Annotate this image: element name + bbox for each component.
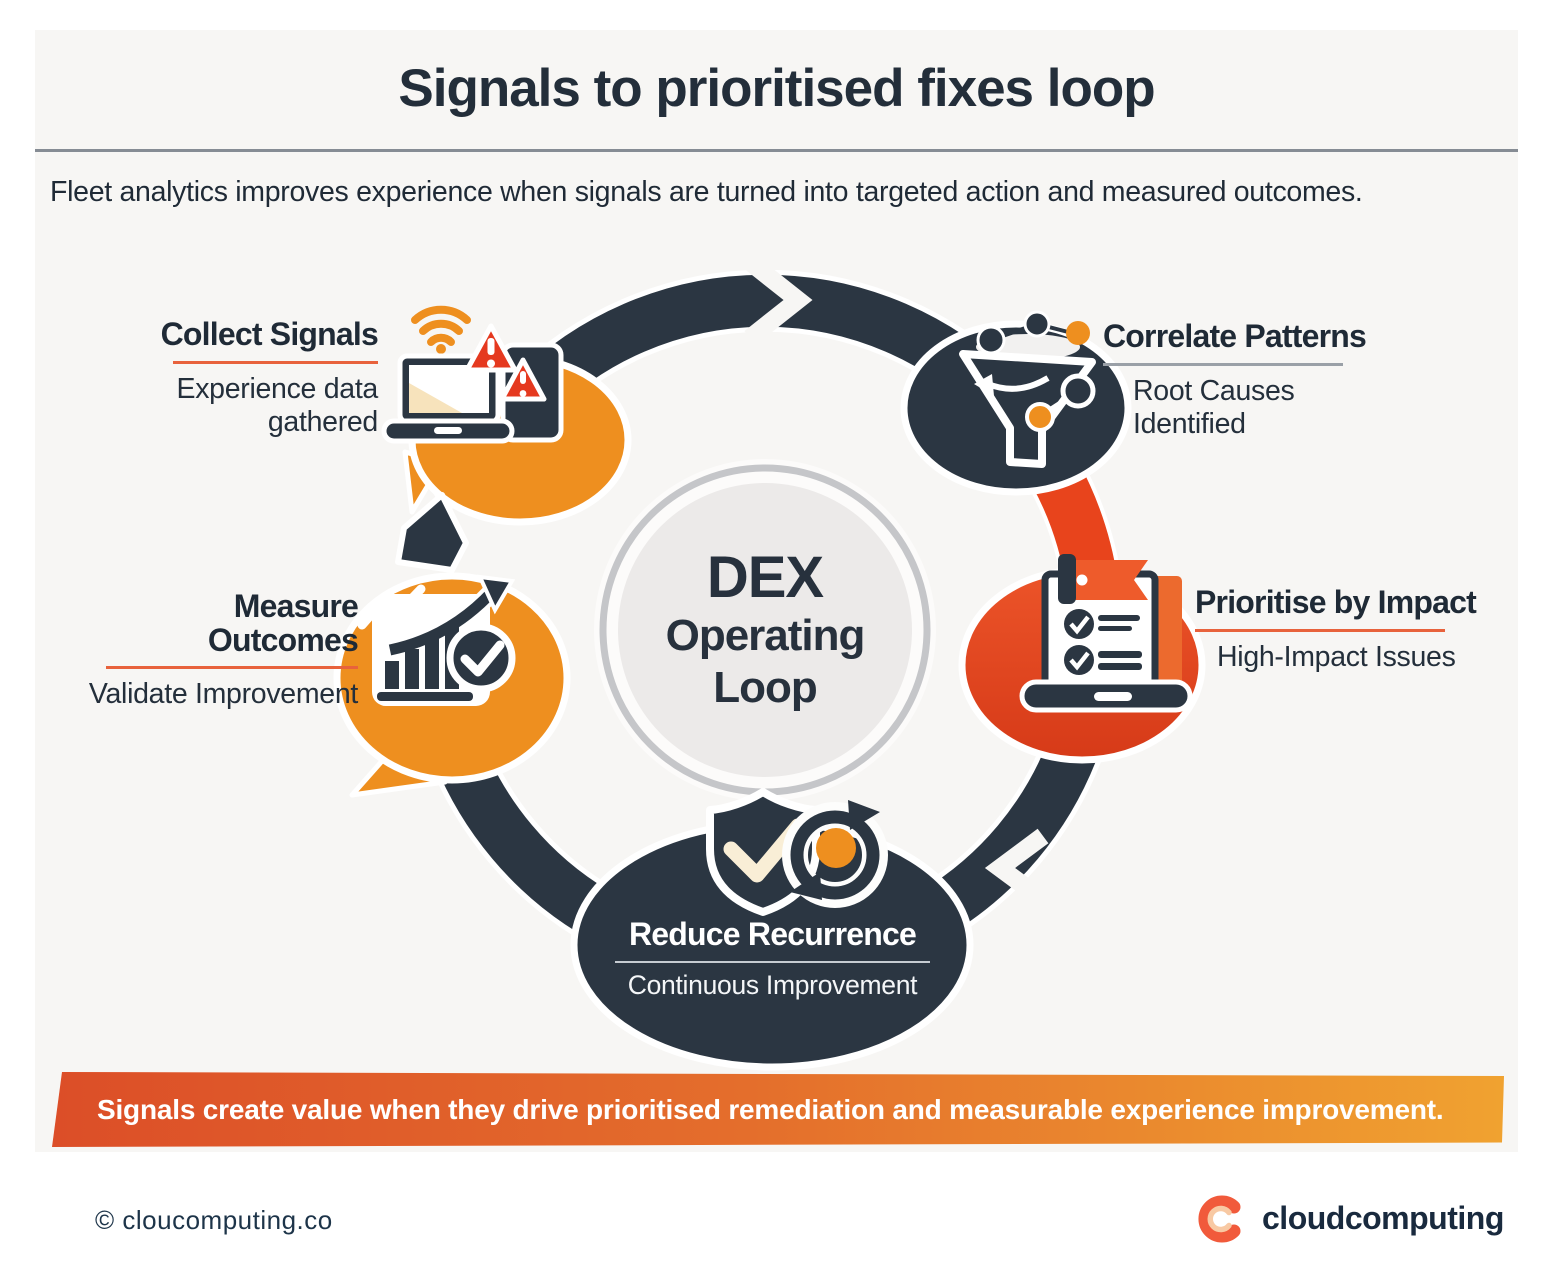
center-circle — [594, 459, 936, 801]
arrow-chevron-top-icon — [744, 254, 813, 346]
laptop-alerts-icon — [381, 305, 564, 444]
stage-label-measure: Measure Outcomes Validate Improvement — [88, 588, 359, 712]
hub-line-operating: Operating — [665, 610, 866, 660]
shield-refresh-icon — [706, 788, 888, 916]
stage-title: Correlate Patterns — [1103, 318, 1367, 354]
stage-title: Reduce Recurrence — [629, 916, 917, 952]
stage-subtitle: Continuous Improvement — [627, 969, 918, 1000]
stage-underline — [106, 666, 358, 670]
title-divider — [35, 149, 1518, 152]
stage-underline — [173, 360, 378, 364]
arrow-chevron-bottom-right-icon — [984, 828, 1052, 910]
stage-underline — [1103, 362, 1343, 366]
page-title: Signals to prioritised fixes loop — [398, 59, 1155, 118]
funnel-nodes-icon — [959, 310, 1096, 468]
stage-title: Measure Outcomes — [207, 588, 359, 658]
stage-label-prioritise: Prioritise by Impact High-Impact Issues — [1195, 584, 1495, 674]
stage-title: Prioritise by Impact — [1195, 584, 1477, 620]
hub-label: DEX Operating Loop — [615, 495, 915, 765]
stage-subtitle: High-Impact Issues — [1217, 640, 1456, 673]
arrow-up-left-icon — [395, 492, 469, 573]
brand-logo: cloudcomputing — [1196, 1192, 1504, 1244]
brand-c-mark-icon — [1198, 1195, 1241, 1243]
stage-subtitle: Root Causes Identified — [1133, 374, 1295, 441]
copyright-text: © cloucomputing.co — [95, 1205, 333, 1235]
takeaway-banner: Signals create value when they drive pri… — [52, 1072, 1504, 1147]
stage-label-correlate: Correlate Patterns Root Causes Identifie… — [1103, 318, 1403, 442]
takeaway-text: Signals create value when they drive pri… — [97, 1093, 1444, 1125]
hub-line-loop: Loop — [713, 662, 818, 712]
hub-line-dex: DEX — [706, 545, 824, 611]
brand-name: cloudcomputing — [1262, 1199, 1504, 1236]
laptop-checklist-icon — [1019, 554, 1193, 713]
stage-subtitle: Validate Improvement — [88, 678, 358, 711]
page-subtitle: Fleet analytics improves experience when… — [50, 176, 1363, 208]
stage-underline — [615, 960, 930, 963]
stage-label-reduce: Reduce Recurrence Continuous Improvement — [605, 916, 940, 1001]
stage-label-collect: Collect Signals Experience data gathered — [138, 316, 379, 440]
stage-subtitle: Experience data gathered — [176, 372, 379, 439]
chart-growth-check-icon — [357, 574, 516, 706]
stage-title: Collect Signals — [160, 316, 379, 352]
stage-underline — [1195, 628, 1445, 632]
